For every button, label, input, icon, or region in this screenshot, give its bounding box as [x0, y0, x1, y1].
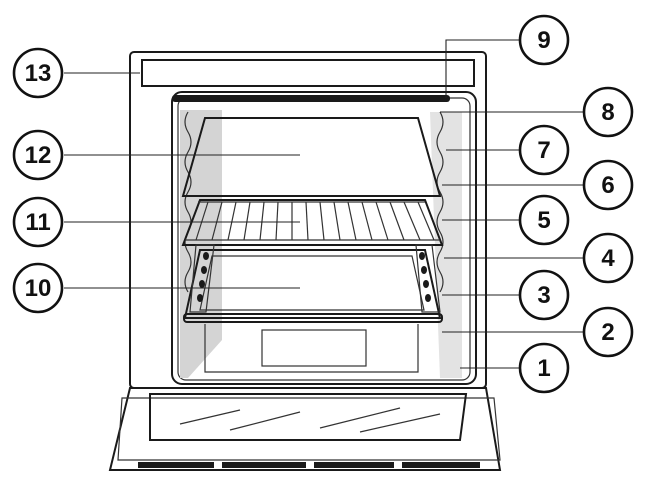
callout-5: 5 — [518, 194, 570, 246]
callout-6-label: 6 — [601, 172, 614, 199]
callout-10-label: 10 — [25, 275, 52, 302]
side-rack-left — [184, 111, 192, 293]
callout-1-circle — [518, 342, 570, 394]
callout-1: 1 — [518, 342, 570, 394]
wire-rack — [181, 199, 444, 246]
callout-9: 9 — [518, 14, 570, 66]
callout-8-circle — [582, 86, 634, 138]
leader-lines — [64, 39, 588, 369]
callout-6: 6 — [582, 159, 634, 211]
callout-12: 12 — [12, 129, 64, 181]
callout-11-circle — [12, 196, 64, 248]
callout-9-circle — [518, 14, 570, 66]
top-heating-element — [172, 95, 450, 102]
rack-support-right — [415, 244, 441, 313]
callout-2-label: 2 — [601, 319, 614, 346]
callout-5-label: 5 — [537, 207, 550, 234]
drip-pan — [183, 249, 443, 323]
callout-2: 2 — [582, 306, 634, 358]
callout-8-label: 8 — [601, 99, 614, 126]
callout-3-circle — [518, 269, 570, 321]
oven-door — [108, 387, 502, 471]
callout-3: 3 — [518, 269, 570, 321]
callout-2-circle — [582, 306, 634, 358]
cavity-back-wall — [204, 324, 419, 373]
callout-12-circle — [12, 129, 64, 181]
callout-3-label: 3 — [537, 282, 550, 309]
callout-13-label: 13 — [25, 60, 52, 87]
callout-10: 10 — [12, 262, 64, 314]
callout-7-label: 7 — [537, 137, 550, 164]
callout-5-circle — [518, 194, 570, 246]
baking-tray — [181, 117, 442, 197]
callout-6-circle — [582, 159, 634, 211]
leader-9 — [445, 39, 520, 98]
callout-4-label: 4 — [601, 245, 615, 272]
callout-11-label: 11 — [25, 209, 50, 236]
callout-12-label: 12 — [25, 142, 52, 169]
callout-10-circle — [12, 262, 64, 314]
rack-support-left — [189, 244, 215, 313]
callout-4: 4 — [582, 232, 634, 284]
door-glass — [149, 393, 468, 441]
callout-13: 13 — [12, 47, 64, 99]
side-rack-right — [436, 111, 444, 293]
callout-8: 8 — [582, 86, 634, 138]
callout-11: 11 — [12, 196, 64, 248]
callout-4-circle — [582, 232, 634, 284]
callout-9-label: 9 — [537, 27, 550, 54]
callout-7-circle — [518, 124, 570, 176]
callout-1-label: 1 — [537, 355, 550, 382]
callout-13-circle — [12, 47, 64, 99]
callout-7: 7 — [518, 124, 570, 176]
cavity-fan-cover — [261, 329, 367, 367]
